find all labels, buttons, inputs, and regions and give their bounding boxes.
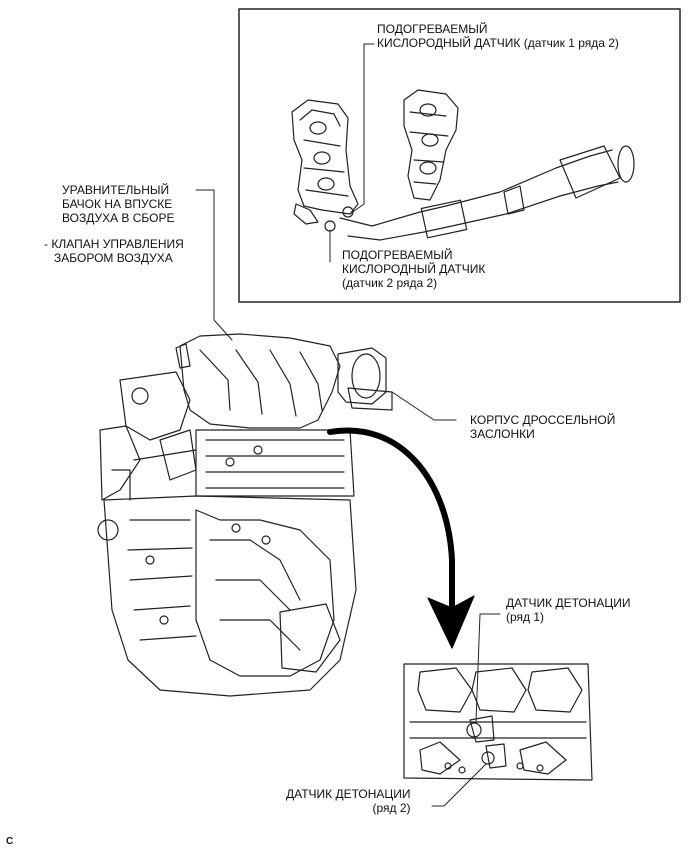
label-intake-surge-tank: УРАВНИТЕЛЬНЫЙ БАЧОК НА ВПУСКЕ ВОЗДУХА В … (62, 183, 175, 225)
label-knock-sensor-bank1: ДАТЧИК ДЕТОНАЦИИ (ряд 1) (506, 596, 631, 624)
figure-code: C (6, 836, 14, 847)
leader-surge-tank (195, 189, 233, 341)
direction-arrowhead (427, 595, 475, 649)
label-line: ЗАБОРОМ ВОЗДУХА (54, 251, 173, 265)
leader-throttle-body (391, 391, 457, 421)
label-throttle-body: КОРПУС ДРОССЕЛЬНОЙ ЗАСЛОНКИ (470, 413, 615, 441)
label-line: ЗАСЛОНКИ (470, 427, 535, 441)
direction-arrow (327, 427, 455, 613)
leader-knock-sensor-1 (475, 613, 501, 723)
label-line: (ряд 2) (372, 801, 411, 815)
engine-assembly-drawing (97, 333, 393, 697)
label-line: (ряд 1) (506, 610, 545, 624)
label-line: (датчик 2 ряда 2) (342, 276, 438, 290)
label-line: КОРПУС ДРОССЕЛЬНОЙ (470, 413, 616, 427)
label-air-control-valve: - КЛАПАН УПРАВЛЕНИЯ ЗАБОРОМ ВОЗДУХА (44, 237, 184, 265)
leader-o2-sensor-1-2 (349, 43, 375, 215)
label-line: ПОДОГРЕВАЕМЫЙ (342, 248, 453, 262)
label-knock-sensor-bank2: ДАТЧИК ДЕТОНАЦИИ (ряд 2) (286, 787, 411, 815)
label-line: ПОДОГРЕВАЕМЫЙ (377, 22, 488, 36)
label-line: ДАТЧИК ДЕТОНАЦИИ (286, 787, 411, 801)
exhaust-inset-frame (238, 8, 681, 303)
label-line: КИСЛОРОДНЫЙ ДАТЧИК (датчик 1 ряда 2) (377, 36, 619, 50)
leader-knock-sensor-2 (431, 763, 487, 807)
label-line: УРАВНИТЕЛЬНЫЙ (62, 183, 170, 197)
label-o2-sensor-bank2-sensor2: ПОДОГРЕВАЕМЫЙ КИСЛОРОДНЫЙ ДАТЧИК (датчик… (342, 248, 485, 290)
label-line: ВОЗДУХА В СБОРЕ (62, 211, 175, 225)
label-line: БАЧОК НА ВПУСКЕ (62, 197, 173, 211)
knock-sensor-detail-drawing (403, 663, 593, 781)
label-o2-sensor-bank2-sensor1: ПОДОГРЕВАЕМЫЙ КИСЛОРОДНЫЙ ДАТЧИК (датчик… (377, 22, 619, 50)
label-line: КИСЛОРОДНЫЙ ДАТЧИК (342, 262, 486, 276)
label-line: ДАТЧИК ДЕТОНАЦИИ (506, 596, 631, 610)
label-line: - КЛАПАН УПРАВЛЕНИЯ (44, 237, 184, 251)
exhaust-manifold-drawing (291, 89, 635, 241)
